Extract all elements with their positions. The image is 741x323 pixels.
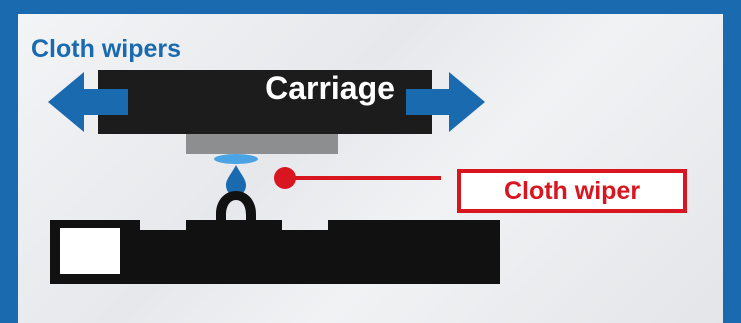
callout-dot <box>274 167 296 189</box>
carriage-label: Carriage <box>265 70 395 106</box>
cloth-wiper <box>216 191 256 228</box>
maintenance-station <box>50 220 500 284</box>
cloth-wiper-callout: Cloth wiper <box>457 169 687 213</box>
print-head <box>186 134 338 154</box>
cloth-wiper-label: Cloth wiper <box>503 176 641 205</box>
right-arrow-icon <box>406 72 485 132</box>
printer-diagram <box>48 70 500 284</box>
ink-drop-icon <box>226 165 246 196</box>
diagram-title: Cloth wipers <box>31 35 182 63</box>
left-arrow-icon <box>48 72 128 132</box>
carriage-body <box>98 70 432 134</box>
ink-nozzle-line <box>214 154 258 164</box>
station-window <box>60 228 120 274</box>
